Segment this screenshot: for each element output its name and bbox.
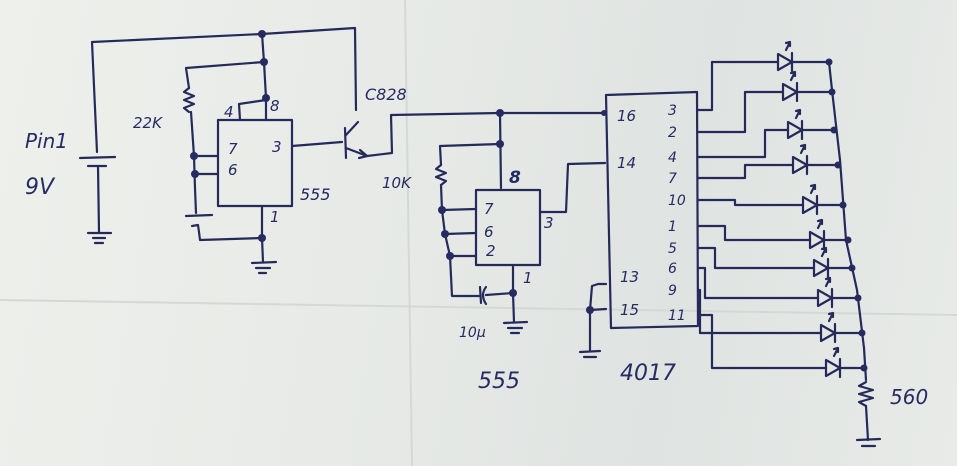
wire	[696, 313, 828, 370]
resistor-icon	[434, 163, 448, 187]
pin-label: 3	[544, 214, 554, 232]
wire	[696, 60, 780, 112]
resistor-560-label: 560	[890, 385, 928, 409]
pin-label: 7	[228, 140, 238, 158]
capacitor-10u-label: 10µ	[459, 325, 486, 341]
chip-label-4017: 4017	[620, 361, 676, 386]
output-resistor	[827, 60, 882, 448]
wire	[696, 288, 823, 335]
pin-label: 1	[523, 269, 533, 287]
led-icon	[781, 70, 836, 103]
transistor-icon	[343, 111, 607, 160]
chip-label-555-2: 555	[478, 369, 520, 394]
pin-label: 7	[484, 200, 494, 218]
pin-label: 3	[668, 103, 677, 119]
wire	[696, 246, 816, 270]
wire	[696, 266, 820, 300]
led-icon	[786, 108, 838, 141]
pin-label: 2	[668, 125, 677, 141]
led-icon	[824, 346, 868, 379]
chip-label-555-1: 555	[300, 185, 331, 204]
capacitor-icon	[184, 213, 214, 234]
pin-label: 6	[484, 223, 494, 241]
pin-label: 10	[668, 193, 686, 209]
battery	[78, 32, 264, 245]
pin-label: 7	[668, 171, 677, 187]
pin-label: 8	[509, 168, 521, 188]
led-icon	[791, 143, 842, 176]
timer-555-1	[182, 32, 344, 275]
resistor-10k-label: 10K	[382, 174, 412, 192]
pin-label: 6	[668, 261, 677, 277]
led-icon	[816, 276, 862, 309]
paper-fold	[404, 0, 413, 466]
transistor-label: C828	[365, 85, 407, 104]
wire	[696, 163, 795, 180]
led-icon	[776, 40, 833, 73]
resistor-icon	[857, 380, 875, 408]
pin-label: 16	[617, 107, 636, 125]
pin-label: 6	[228, 161, 238, 179]
pin-label: 4	[224, 103, 234, 121]
ground-icon	[502, 320, 529, 335]
pin-label: 9	[668, 283, 677, 299]
timer-555-2	[434, 109, 607, 335]
ground-icon	[578, 349, 602, 359]
pin-label: 13	[620, 268, 639, 286]
pin-label: 14	[617, 154, 636, 172]
wire	[260, 26, 358, 112]
resistor-icon	[182, 86, 196, 114]
counter-4017	[578, 90, 700, 359]
resistor-22k-label: 22K	[133, 114, 163, 132]
wire	[696, 128, 790, 159]
battery-label: Pin1	[25, 129, 68, 153]
capacitor-icon	[478, 285, 488, 306]
wire	[696, 198, 805, 207]
wire	[696, 90, 785, 134]
pin-label: 1	[668, 219, 677, 235]
ground-icon	[250, 260, 278, 275]
ground-icon	[86, 231, 113, 245]
pin-label: 5	[668, 241, 677, 257]
wire	[696, 224, 812, 242]
pin-label: 11	[668, 308, 686, 324]
pin-label: 4	[668, 150, 677, 166]
pin-label: 15	[620, 301, 639, 319]
ground-icon	[855, 437, 882, 448]
paper-fold	[0, 299, 957, 316]
pin-label: 1	[270, 208, 280, 226]
pin-label: 8	[270, 97, 280, 115]
led-icon	[819, 311, 866, 344]
led-icon	[801, 183, 847, 216]
battery-voltage: 9V	[25, 175, 56, 200]
pin-label: 2	[486, 242, 496, 260]
pin-label: 3	[272, 138, 282, 156]
